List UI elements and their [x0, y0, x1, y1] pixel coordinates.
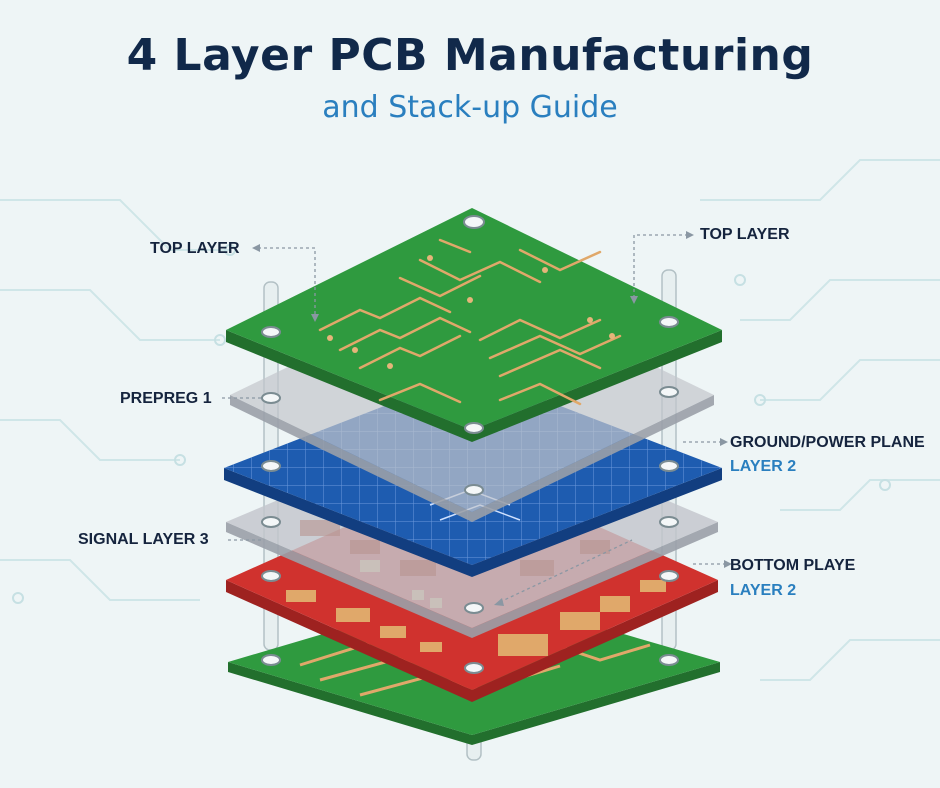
- label-ground-power-layer: LAYER 2: [730, 458, 797, 475]
- callout-leaders: [222, 234, 726, 603]
- label-top-layer-left: TOP LAYER: [150, 240, 240, 257]
- page-subtitle: and Stack-up Guide: [322, 90, 618, 125]
- callout-arrowheads: [252, 231, 732, 606]
- top-green-board: [226, 208, 722, 442]
- label-signal-layer-3: SIGNAL LAYER 3: [78, 531, 209, 548]
- label-bottom-layer-sub: LAYER 2: [730, 582, 797, 599]
- label-prepreg-1: PREPREG 1: [120, 390, 212, 407]
- post-caps: [261, 215, 679, 674]
- label-top-layer-right: TOP LAYER: [700, 226, 790, 243]
- label-ground-power-plane: GROUND/POWER PLANE: [730, 434, 925, 451]
- label-bottom-layer: BOTTOM PLAYE: [730, 557, 856, 574]
- page-title: 4 Layer PCB Manufacturing: [126, 30, 814, 81]
